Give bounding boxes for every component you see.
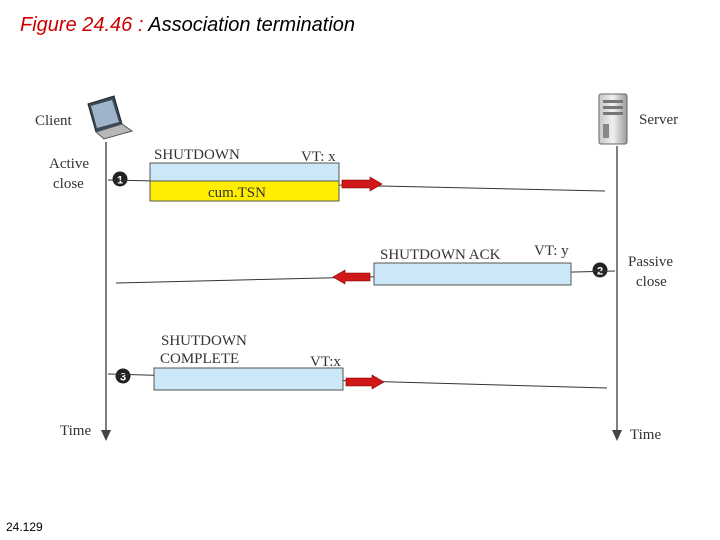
client-timeline-arrowhead xyxy=(101,430,111,441)
cum-tsn-label: cum.TSN xyxy=(208,185,266,201)
figure-caption: Association termination xyxy=(148,14,356,36)
shutdown-ack-box xyxy=(373,262,572,286)
server-label: Server xyxy=(639,112,678,128)
shutdown-ack-packet-name: SHUTDOWN ACK xyxy=(380,247,501,263)
shutdown-ack-arrow-left xyxy=(332,269,371,285)
active-close-label-line2: close xyxy=(53,176,84,192)
figure-label: Figure 24.46 xyxy=(20,14,133,36)
slide-number: 24.129 xyxy=(6,520,43,534)
shutdown-complete-arrow-right xyxy=(345,374,385,390)
active-close-label-line1: Active xyxy=(49,156,89,172)
shutdown-packet-name: SHUTDOWN xyxy=(154,147,240,163)
server-tower-icon xyxy=(598,93,628,145)
title-separator: : xyxy=(137,14,144,36)
step-3-number: 3 xyxy=(120,372,126,384)
time-label-server: Time xyxy=(630,427,661,443)
shutdown-vt-label: VT: x xyxy=(301,149,336,165)
shutdown-arrow-right xyxy=(341,176,383,192)
shutdown-complete-name-line1: SHUTDOWN xyxy=(161,333,247,349)
laptop-icon xyxy=(87,95,134,140)
step-2-marker xyxy=(592,262,608,278)
shutdown-ack-vt-label: VT: y xyxy=(534,243,569,259)
shutdown-complete-vt-label: VT:x xyxy=(310,354,341,370)
figure-title: Figure 24.46 : Association termination xyxy=(20,14,355,37)
shutdown-ack-packet: SHUTDOWN ACK VT: y xyxy=(115,243,616,286)
cum-tsn-field-box xyxy=(149,180,340,202)
shutdown-complete-box xyxy=(153,367,344,391)
shutdown-packet: SHUTDOWN VT: x cum.TSN xyxy=(107,147,606,202)
passive-close-label-line1: Passive xyxy=(628,254,673,270)
server-timeline-arrowhead xyxy=(612,430,622,441)
shutdown-header-box xyxy=(149,162,340,184)
shutdown-complete-name-line2: COMPLETE xyxy=(160,351,239,367)
client-label: Client xyxy=(35,113,72,129)
passive-close-label-line2: close xyxy=(636,274,667,290)
time-label-client: Time xyxy=(60,423,91,439)
shutdown-complete-packet: SHUTDOWN COMPLETE VT:x xyxy=(107,333,608,391)
step-3-marker xyxy=(115,368,131,384)
step-1-marker xyxy=(112,171,128,187)
